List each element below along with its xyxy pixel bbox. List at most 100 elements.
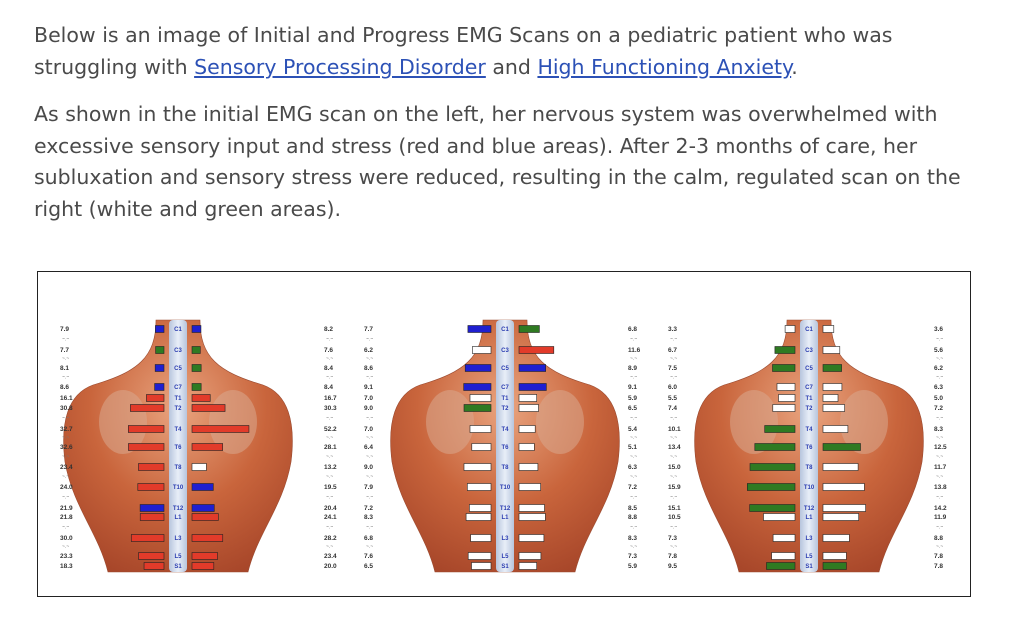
vertebra-label: T1 xyxy=(174,396,182,402)
vertebra-label: L1 xyxy=(174,515,182,521)
vertebra-label: S1 xyxy=(174,564,182,570)
emg-value-label: 7.8 xyxy=(934,553,943,560)
emg-reading-bar xyxy=(191,383,202,391)
emg-reading-bar xyxy=(469,504,492,512)
value-separator: ~.~ xyxy=(366,356,373,362)
value-separator: ~.~ xyxy=(670,544,677,550)
spine-column xyxy=(169,320,187,572)
vertebra-label: T6 xyxy=(805,445,813,451)
emg-reading-bar xyxy=(465,513,492,521)
emg-reading-bar xyxy=(822,483,865,491)
value-separator: ~.~ xyxy=(630,474,637,480)
value-separator: ~.~ xyxy=(62,416,69,422)
emg-reading-bar xyxy=(772,404,796,412)
value-separator: ~.~ xyxy=(630,495,637,501)
value-separator: ~.~ xyxy=(670,454,677,460)
emg-reading-bar xyxy=(191,562,215,570)
value-separator: ~.~ xyxy=(326,416,333,422)
vertebra-label: C3 xyxy=(805,348,813,354)
vertebra-label: T10 xyxy=(804,485,815,491)
emg-value-label: 8.3 xyxy=(364,514,373,521)
emg-value-label: 7.7 xyxy=(364,326,373,333)
emg-value-label: 52.2 xyxy=(324,426,337,433)
emg-reading-bar xyxy=(749,463,796,471)
value-separator: ~.~ xyxy=(62,525,69,531)
value-separator: ~.~ xyxy=(366,495,373,501)
emg-value-label: 7.2 xyxy=(934,405,943,412)
emg-reading-bar xyxy=(518,383,547,391)
emg-reading-bar xyxy=(463,404,492,412)
value-separator: ~.~ xyxy=(366,474,373,480)
intro-paragraph: Below is an image of Initial and Progres… xyxy=(34,20,994,83)
value-separator: ~.~ xyxy=(326,435,333,441)
value-separator: ~.~ xyxy=(936,375,943,381)
emg-value-label: 16.7 xyxy=(324,395,337,402)
emg-value-label: 9.5 xyxy=(668,563,677,570)
emg-value-label: 3.3 xyxy=(668,326,677,333)
emg-reading-bar xyxy=(467,325,492,333)
emg-reading-bar xyxy=(822,394,839,402)
value-separator: ~.~ xyxy=(936,474,943,480)
value-separator: ~.~ xyxy=(670,495,677,501)
emg-value-label: 7.2 xyxy=(364,505,373,512)
emg-value-label: 11.7 xyxy=(934,464,947,471)
spine-column xyxy=(496,320,514,572)
value-separator: ~.~ xyxy=(936,495,943,501)
vertebra-label: L5 xyxy=(501,554,509,560)
emg-reading-bar xyxy=(822,504,866,512)
emg-value-label: 7.3 xyxy=(668,535,677,542)
emg-reading-bar xyxy=(822,346,841,354)
emg-value-label: 6.8 xyxy=(628,326,637,333)
emg-value-label: 5.0 xyxy=(934,395,943,402)
value-separator: ~.~ xyxy=(630,416,637,422)
value-separator: ~.~ xyxy=(62,454,69,460)
emg-reading-bar xyxy=(128,425,165,433)
emg-value-label: 8.4 xyxy=(324,384,333,391)
emg-value-label: 21.8 xyxy=(60,514,73,521)
emg-value-label: 12.5 xyxy=(934,444,947,451)
emg-value-label: 30.3 xyxy=(324,405,337,412)
emg-value-label: 19.5 xyxy=(324,484,337,491)
emg-reading-bar xyxy=(191,404,226,412)
emg-reading-bar xyxy=(466,483,492,491)
emg-value-label: 9.0 xyxy=(364,464,373,471)
emg-value-label: 8.1 xyxy=(60,365,69,372)
emg-reading-bar xyxy=(518,552,542,560)
vertebra-label: T12 xyxy=(500,506,511,512)
emg-reading-bar xyxy=(518,404,539,412)
emg-reading-bar xyxy=(463,383,492,391)
emg-value-label: 6.2 xyxy=(364,347,373,354)
value-separator: ~.~ xyxy=(630,454,637,460)
emg-value-label: 7.8 xyxy=(668,553,677,560)
emg-value-label: 30.8 xyxy=(60,405,73,412)
emg-value-label: 7.8 xyxy=(934,563,943,570)
scapula-left xyxy=(426,390,474,454)
value-separator: ~.~ xyxy=(670,525,677,531)
vertebra-label: T8 xyxy=(174,465,182,471)
vertebra-label: T4 xyxy=(805,427,813,433)
emg-reading-bar xyxy=(463,463,492,471)
vertebra-label: L3 xyxy=(501,536,509,542)
value-separator: ~.~ xyxy=(366,454,373,460)
high-functioning-anxiety-link[interactable]: High Functioning Anxiety xyxy=(537,54,792,79)
value-separator: ~.~ xyxy=(326,454,333,460)
vertebra-label: C5 xyxy=(805,366,813,372)
emg-value-label: 6.5 xyxy=(364,563,373,570)
vertebra-label: C1 xyxy=(501,327,509,333)
emg-value-label: 7.9 xyxy=(60,326,69,333)
emg-scans-graphic: C1C3C5C7T1T2T4T6T8T10T12L1L3L5S1C1C3C5C7… xyxy=(60,319,947,573)
vertebra-label: T6 xyxy=(501,445,509,451)
emg-reading-bar xyxy=(518,483,541,491)
sensory-processing-disorder-link[interactable]: Sensory Processing Disorder xyxy=(194,54,486,79)
emg-reading-bar xyxy=(749,504,796,512)
vertebra-label: L5 xyxy=(805,554,813,560)
scapula-right xyxy=(536,390,584,454)
value-separator: ~.~ xyxy=(630,375,637,381)
emg-reading-bar xyxy=(469,394,492,402)
emg-reading-bar xyxy=(764,425,796,433)
vertebra-label: T2 xyxy=(805,406,813,412)
value-separator: ~.~ xyxy=(62,435,69,441)
emg-value-label: 6.5 xyxy=(628,405,637,412)
value-separator: ~.~ xyxy=(326,495,333,501)
emg-reading-bar xyxy=(822,534,850,542)
